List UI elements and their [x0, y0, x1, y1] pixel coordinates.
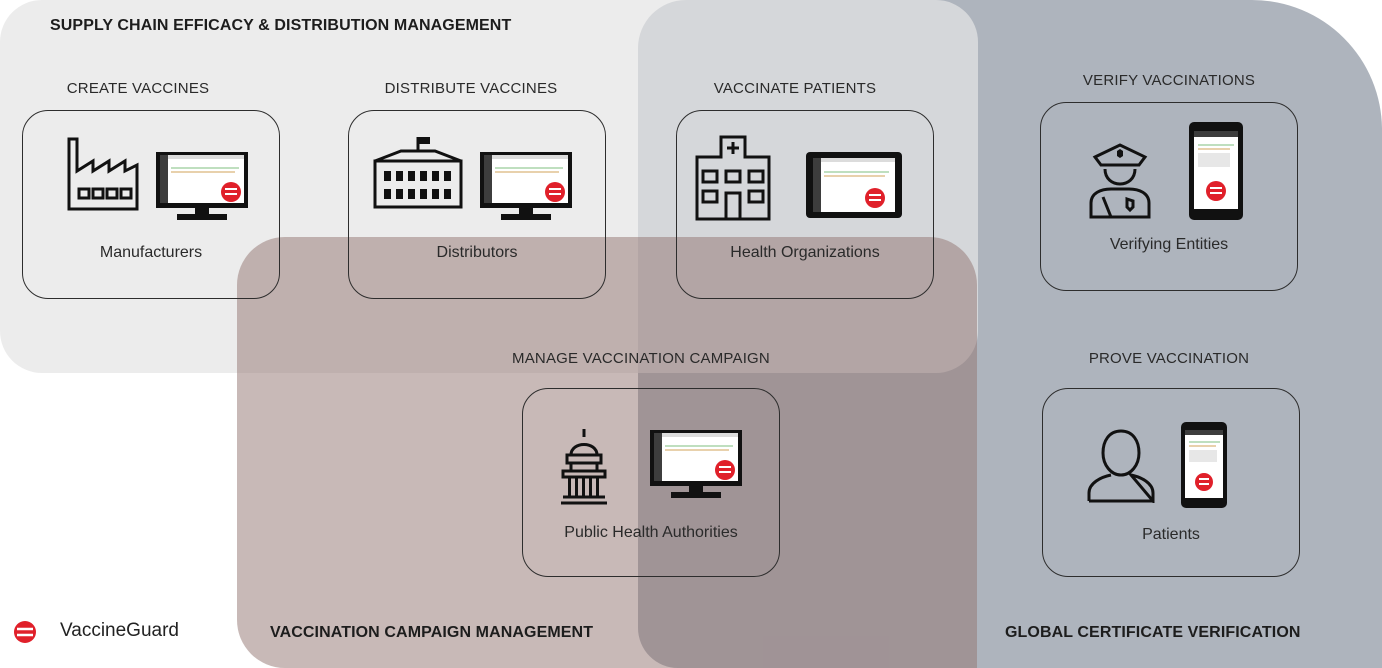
caption-manage-vaccination-campaign: MANAGE VACCINATION CAMPAIGN [512, 350, 770, 367]
stage-verifying-entities: Verifying Entities [1040, 102, 1298, 291]
monitor-icon [156, 152, 248, 220]
police-officer-icon [1089, 143, 1151, 219]
label-distributors: Distributors [436, 244, 518, 261]
factory-icon [67, 137, 139, 211]
stage-public-health-authorities: Public Health Authorities [522, 388, 780, 577]
phone-icon [1181, 422, 1227, 508]
supply-chain-title: SUPPLY CHAIN EFFICACY & DISTRIBUTION MAN… [50, 17, 512, 34]
stage-distributors: Distributors [348, 110, 606, 299]
monitor-icon [480, 152, 572, 220]
stage-manufacturers: Manufacturers [22, 110, 280, 299]
monitor-icon [650, 430, 742, 498]
tablet-icon [806, 152, 902, 218]
caption-distribute-vaccines: DISTRIBUTE VACCINES [384, 80, 558, 97]
caption-prove-vaccination: PROVE VACCINATION [1088, 350, 1250, 367]
stage-patients: Patients [1042, 388, 1300, 577]
brand-name: VaccineGuard [60, 620, 179, 641]
caption-vaccinate-patients: VACCINATE PATIENTS [713, 80, 877, 97]
hospital-icon [695, 135, 771, 221]
caption-verify-vaccinations: VERIFY VACCINATIONS [1082, 72, 1256, 89]
label-patients: Patients [1142, 526, 1200, 543]
label-public-health-authorities: Public Health Authorities [564, 524, 738, 541]
label-manufacturers: Manufacturers [99, 244, 203, 261]
label-health-organizations: Health Organizations [730, 244, 880, 261]
person-icon [1087, 429, 1155, 503]
phone-icon [1189, 122, 1243, 220]
stage-health-organizations: Health Organizations [676, 110, 934, 299]
campaign-title: VACCINATION CAMPAIGN MANAGEMENT [270, 624, 594, 641]
vaccineguard-logo-icon [14, 621, 36, 643]
capitol-icon [561, 429, 607, 505]
campaign-region [237, 237, 977, 668]
warehouse-icon [373, 137, 463, 209]
global-verification-title: GLOBAL CERTIFICATE VERIFICATION [1005, 624, 1301, 641]
caption-create-vaccines: CREATE VACCINES [66, 80, 210, 97]
label-verifying-entities: Verifying Entities [1109, 236, 1229, 253]
